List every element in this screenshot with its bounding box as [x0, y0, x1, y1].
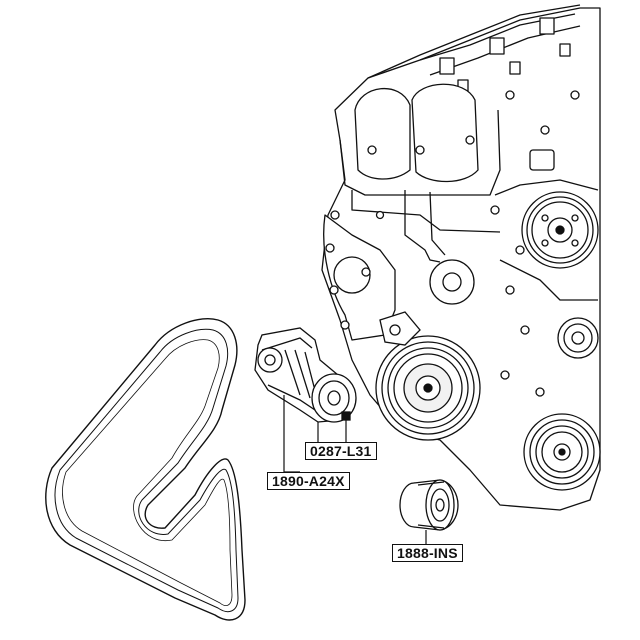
standalone-idler-pulley [399, 479, 459, 531]
crankshaft-pulley [523, 413, 601, 491]
right-idler-pulley [557, 317, 599, 359]
tensioner-idler-pulley [311, 373, 357, 423]
serpentine-belt [45, 318, 246, 621]
part-label-tensioner-pulley: 1888-INS [392, 544, 463, 562]
part-label-belt-tensioner: 1890-A24X [267, 472, 350, 490]
belt-tensioner [254, 327, 357, 423]
water-pump-pulley [521, 191, 599, 269]
central-pulley [375, 335, 481, 441]
pulleys [375, 191, 601, 491]
part-label-idler-pulley: 0287-L31 [305, 442, 377, 460]
